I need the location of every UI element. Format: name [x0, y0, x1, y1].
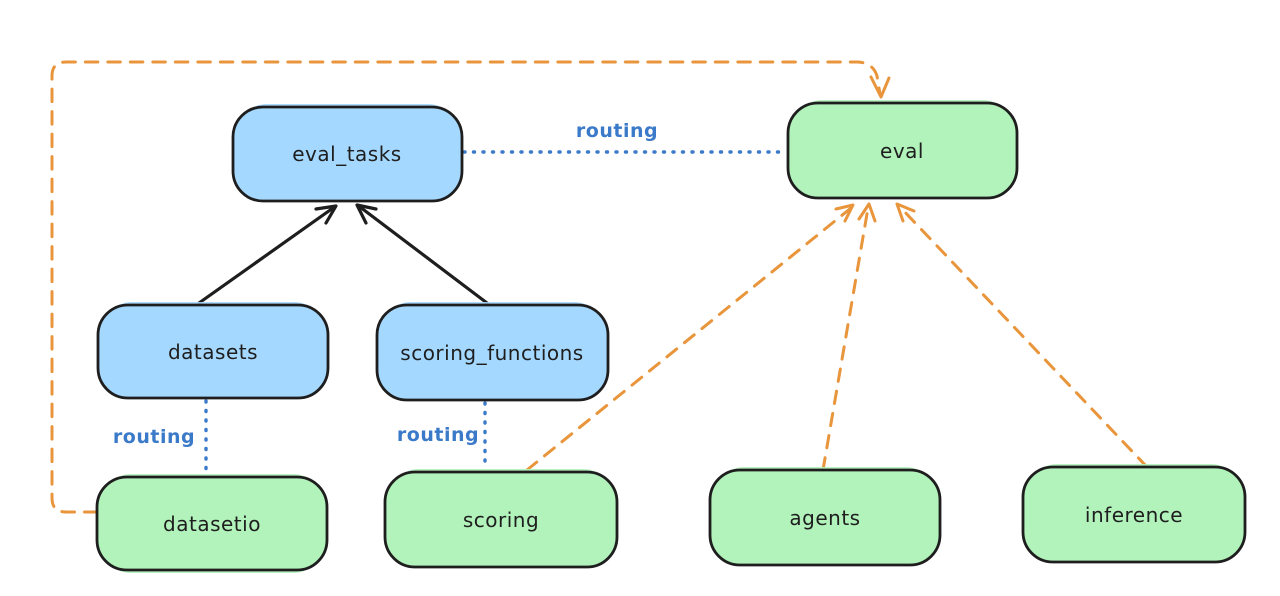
edge-label-routing: routing [113, 426, 195, 448]
edge-scoring-functions-to-scoring: routing [397, 401, 487, 471]
edge-line [821, 206, 870, 472]
node-label: inference [1085, 503, 1183, 527]
node-box [786, 101, 1019, 200]
edge-line [899, 206, 1149, 469]
edge-scoring-functions-to-eval-tasks [355, 203, 489, 305]
node-box [708, 468, 942, 567]
arrowhead [895, 202, 916, 223]
node-label: eval_tasks [292, 142, 401, 166]
edge-line [197, 206, 335, 305]
node-label: datasets [168, 340, 258, 364]
edge-datasets-to-datasetio: routing [113, 399, 208, 476]
edge-line [525, 206, 853, 472]
edge-line [358, 205, 489, 305]
edge-label-routing: routing [576, 120, 658, 142]
arrowhead [869, 75, 891, 99]
node-label: agents [789, 506, 860, 530]
edge-agents-to-eval [821, 202, 877, 472]
node-box [1021, 465, 1247, 564]
node-datasets[interactable]: datasets [96, 302, 330, 400]
node-eval[interactable]: eval [786, 100, 1019, 200]
node-label: scoring [463, 508, 539, 532]
node-inference[interactable]: inference [1021, 464, 1247, 564]
edge-eval-tasks-to-eval: routing [462, 120, 788, 154]
arrowhead [355, 203, 378, 225]
node-eval-tasks[interactable]: eval_tasks [231, 104, 464, 203]
node-scoring[interactable]: scoring [383, 469, 619, 569]
node-label: datasetio [163, 512, 261, 536]
node-scoring-functions[interactable]: scoring_functions [375, 302, 610, 402]
edge-line [50, 60, 882, 514]
edge-datasetio-to-eval [50, 60, 891, 514]
node-box [231, 105, 464, 203]
node-box [383, 470, 619, 569]
node-box [96, 303, 330, 400]
node-box [375, 303, 610, 402]
edge-scoring-to-eval [525, 203, 855, 472]
arrowhead [857, 202, 877, 223]
node-box [95, 475, 329, 572]
edge-inference-to-eval [895, 202, 1149, 469]
node-agents[interactable]: agents [708, 467, 942, 567]
node-datasetio[interactable]: datasetio [95, 474, 329, 573]
edge-datasets-to-eval-tasks [197, 204, 338, 305]
edge-label-routing: routing [397, 424, 479, 446]
node-label: scoring_functions [400, 341, 583, 365]
arrowhead [834, 203, 855, 223]
arrowhead [314, 204, 338, 225]
node-label: eval [880, 139, 924, 163]
